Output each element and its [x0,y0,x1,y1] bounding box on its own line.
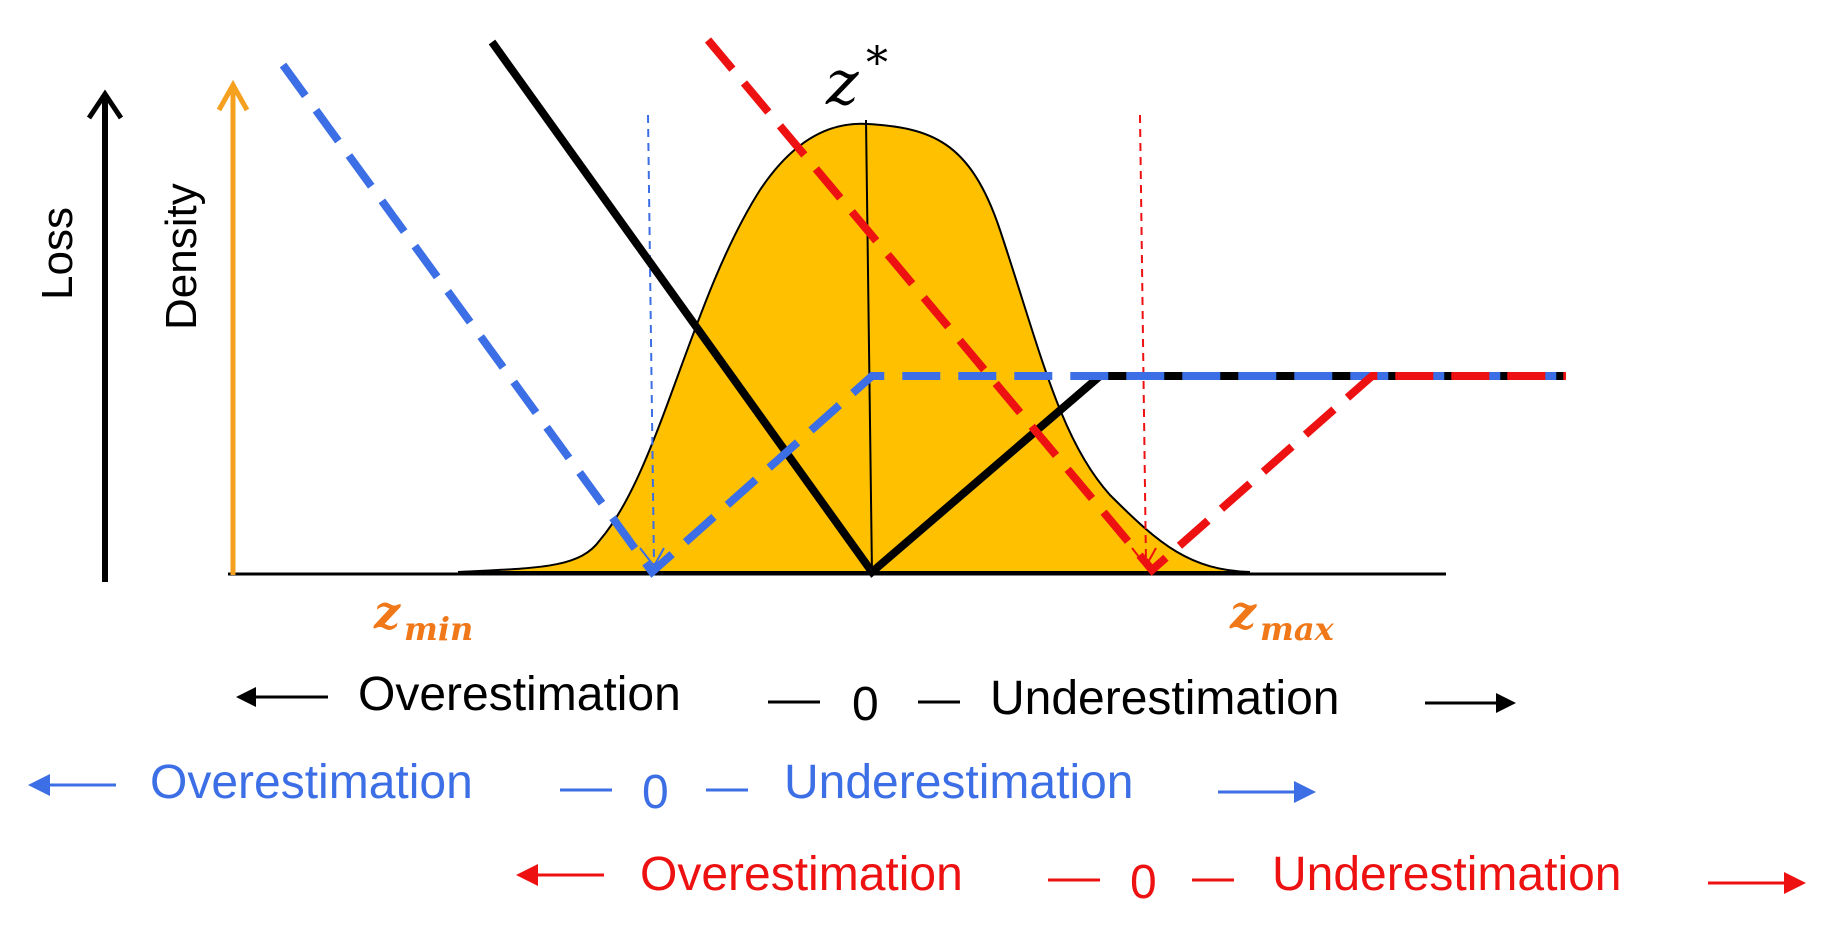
z-min-base: z [373,585,401,639]
red-right-arrowhead [1784,872,1806,894]
blue-overestimation-label: Overestimation [150,756,473,809]
z-min-label: z min [373,585,473,648]
black-underestimation-label: Underestimation [990,672,1340,725]
density-axis-label: Density [157,183,206,330]
blue-vertical-guide [647,114,655,565]
blue-scale-row: Overestimation 0 Underestimation [28,756,1316,819]
blue-loss-curve [279,62,1566,578]
blue-left-arrowhead [28,774,50,796]
red-loss-curve [704,37,1566,576]
z-star-base: z [825,46,859,119]
black-loss-curve [488,39,1566,578]
red-zero-label: 0 [1130,856,1157,909]
z-max-label: z max [1229,585,1335,648]
z-max-base: z [1229,585,1257,639]
blue-right-arrowhead [1294,781,1316,803]
z-max-subscript: max [1260,610,1335,648]
black-zero-label: 0 [852,678,879,731]
red-underestimation-label: Underestimation [1272,848,1622,901]
black-scale-row: Overestimation 0 Underestimation [236,668,1516,731]
red-overestimation-label: Overestimation [640,848,963,901]
z-star-line [865,119,873,575]
blue-zero-label: 0 [642,766,669,819]
z-star-label: z * [825,38,888,119]
density-axis-arrow [216,79,250,575]
density-curve [457,122,1251,573]
z-min-subscript: min [404,610,473,648]
red-left-arrowhead [516,864,538,886]
black-right-arrowhead [1496,693,1516,713]
red-scale-row: Overestimation 0 Underestimation [516,848,1806,909]
red-vertical-guide [1139,114,1147,565]
blue-underestimation-label: Underestimation [784,756,1134,809]
loss-axis-arrow [86,89,124,582]
black-left-arrowhead [236,687,256,707]
z-star-superscript: * [866,38,888,89]
black-overestimation-label: Overestimation [358,668,681,721]
loss-axis-label: Loss [33,207,82,300]
